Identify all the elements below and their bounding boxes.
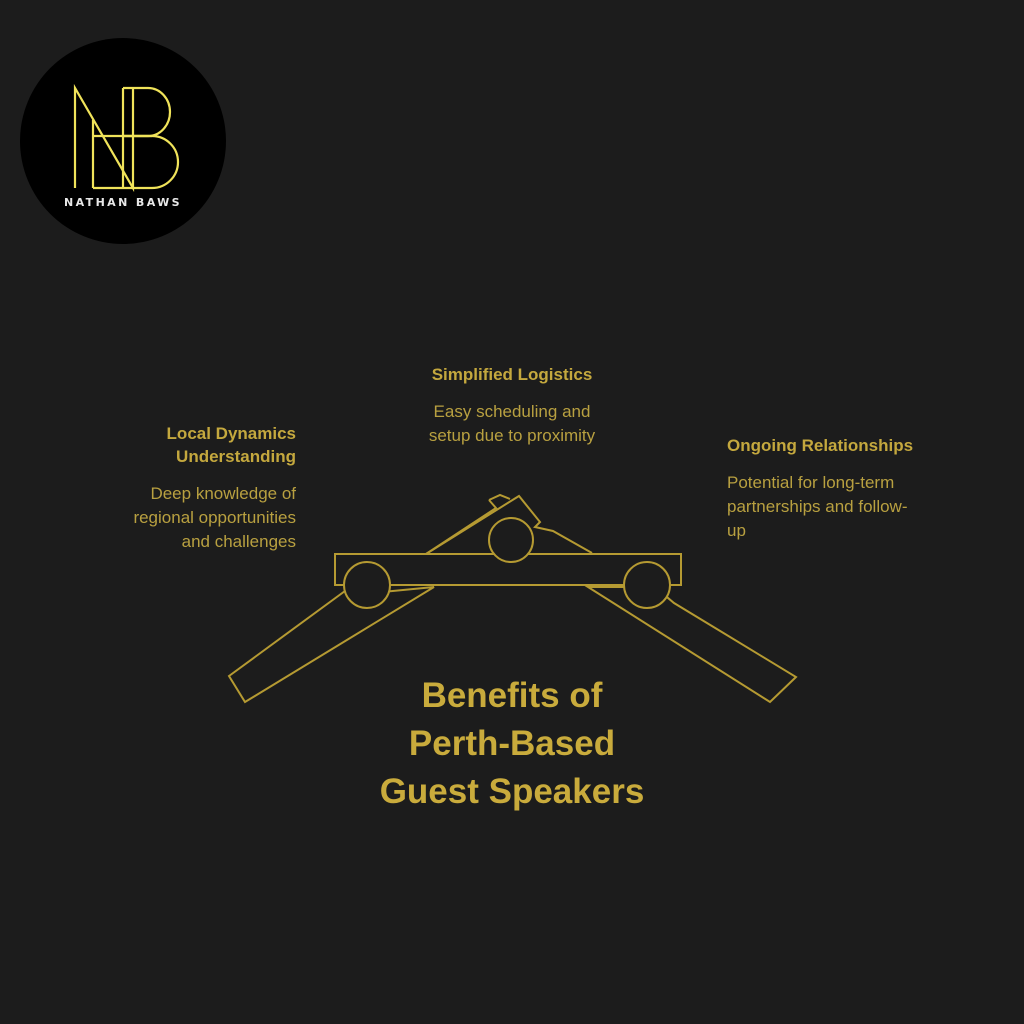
benefit-desc-line: Deep knowledge of (150, 484, 296, 503)
benefit-desc-line: Easy scheduling and (433, 402, 591, 421)
benefit-description: Easy scheduling and setup due to proximi… (392, 400, 632, 448)
benefit-title: Local Dynamics Understanding (96, 422, 296, 468)
benefit-simplified-logistics: Simplified Logistics Easy scheduling and… (392, 363, 632, 448)
benefit-title-line: Understanding (176, 447, 296, 466)
title-line: Guest Speakers (379, 772, 645, 811)
benefit-desc-line: partnerships and follow- (727, 497, 908, 516)
benefit-title: Ongoing Relationships (727, 434, 957, 457)
benefit-desc-line: regional opportunities (133, 508, 296, 527)
benefit-title-line: Simplified Logistics (431, 365, 593, 384)
benefit-description: Deep knowledge of regional opportunities… (96, 482, 296, 554)
title-line: Benefits of (421, 676, 603, 715)
diagram-title: Benefits of Perth-Based Guest Speakers (312, 672, 712, 816)
benefit-title-line: Ongoing Relationships (727, 436, 914, 455)
benefit-desc-line: Potential for long-term (727, 473, 895, 492)
benefit-title-line: Local Dynamics (166, 424, 296, 443)
logo-name: NATHAN BAWS (64, 196, 182, 209)
nb-monogram-icon (73, 83, 180, 193)
benefit-desc-line: up (727, 521, 746, 540)
benefit-ongoing-relationships: Ongoing Relationships Potential for long… (727, 434, 957, 543)
benefit-title: Simplified Logistics (392, 363, 632, 386)
benefit-description: Potential for long-term partnerships and… (727, 471, 957, 543)
benefit-desc-line: and challenges (181, 532, 296, 551)
title-line: Perth-Based (408, 724, 616, 763)
benefit-local-dynamics: Local Dynamics Understanding Deep knowle… (96, 422, 296, 554)
logo-badge: NATHAN BAWS (20, 38, 226, 244)
benefit-desc-line: setup due to proximity (428, 426, 596, 445)
